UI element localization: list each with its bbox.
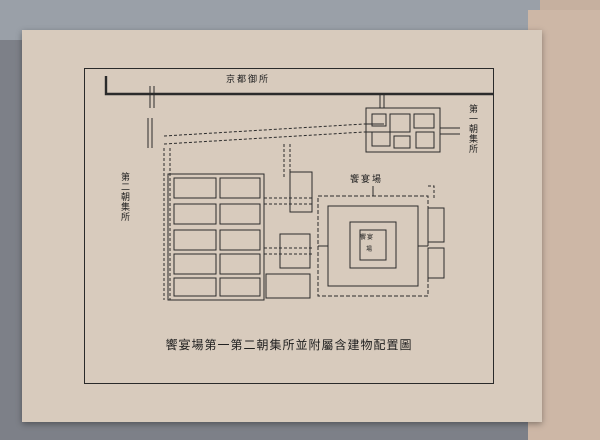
map-frame (84, 68, 494, 384)
site-plan-drawing (104, 76, 494, 301)
label-inner-banquet-b: 場 (366, 246, 375, 253)
book-page (22, 30, 542, 422)
label-second-assembly-hall: 第二朝集所 (119, 172, 129, 222)
label-inner-banquet-a: 饗宴 (360, 234, 375, 241)
plan-caption: 饗宴場第一第二朝集所並附屬含建物配置圖 (165, 338, 413, 352)
label-first-assembly-hall: 第一朝集所 (467, 104, 477, 154)
label-kyoto-imperial-palace: 京都御所 (226, 75, 271, 85)
label-banquet-hall: 饗宴場 (350, 175, 384, 185)
